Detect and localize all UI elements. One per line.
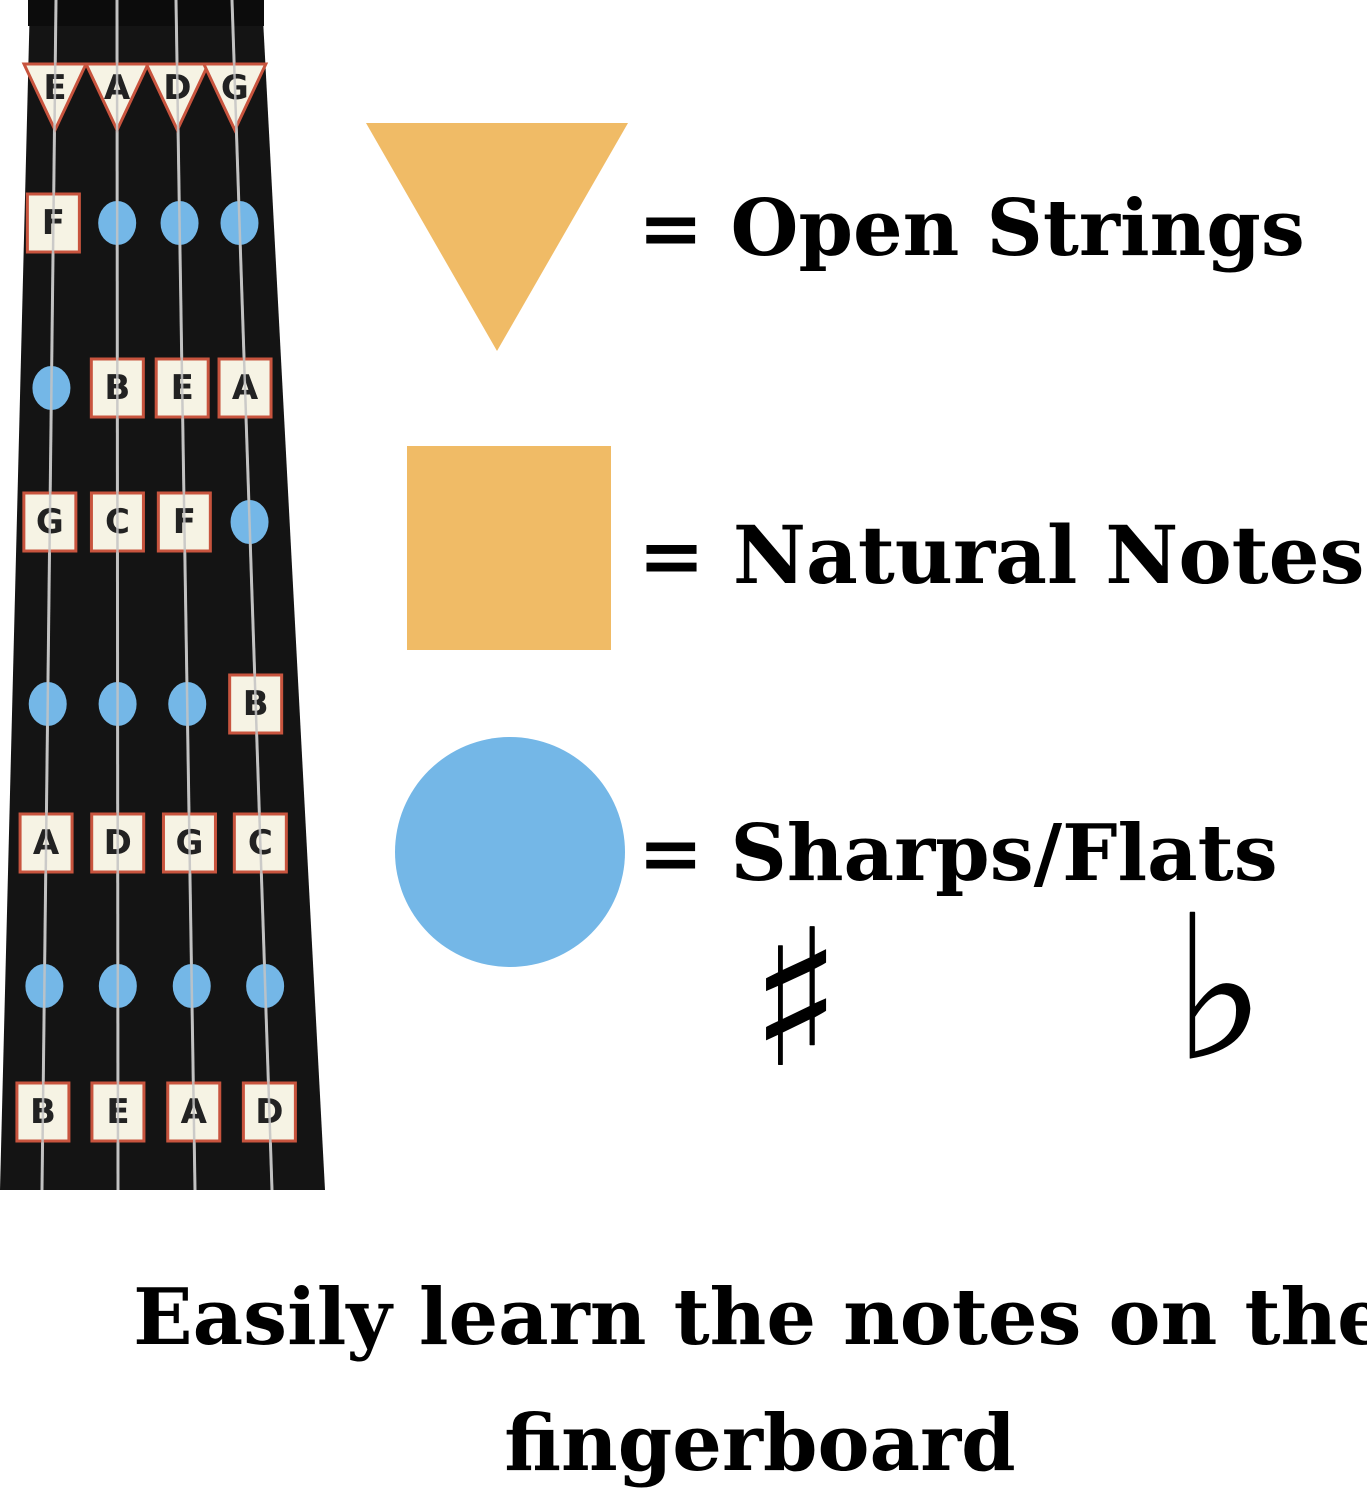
nut (28, 0, 264, 26)
sharp-flat-circle-icon (395, 737, 625, 967)
string-overlay (174, 0, 197, 1191)
natural-notes-label: = Natural Notes (638, 508, 1365, 602)
caption: Easily learn the notes on the fingerboar… (133, 1272, 1367, 1489)
string-overlay (230, 0, 274, 1191)
note-markers: EADGFBEAGCFBADGCBEAD (15, 0, 297, 1191)
fingerboard-image: EADGFBEAGCFBADGCBEAD (0, 0, 325, 1191)
open-string-triangle-icon (366, 123, 628, 351)
sharps-flats-label: = Sharps/Flats (638, 808, 1278, 899)
natural-note-square-icon (407, 446, 611, 650)
open-strings-label: = Open Strings (638, 183, 1305, 274)
string-overlay (40, 0, 58, 1191)
string-overlay (115, 0, 120, 1191)
sharp-symbol: ♯ (750, 889, 842, 1110)
flat-symbol: ♭ (1172, 873, 1267, 1106)
fingerboard-body (0, 0, 325, 1190)
